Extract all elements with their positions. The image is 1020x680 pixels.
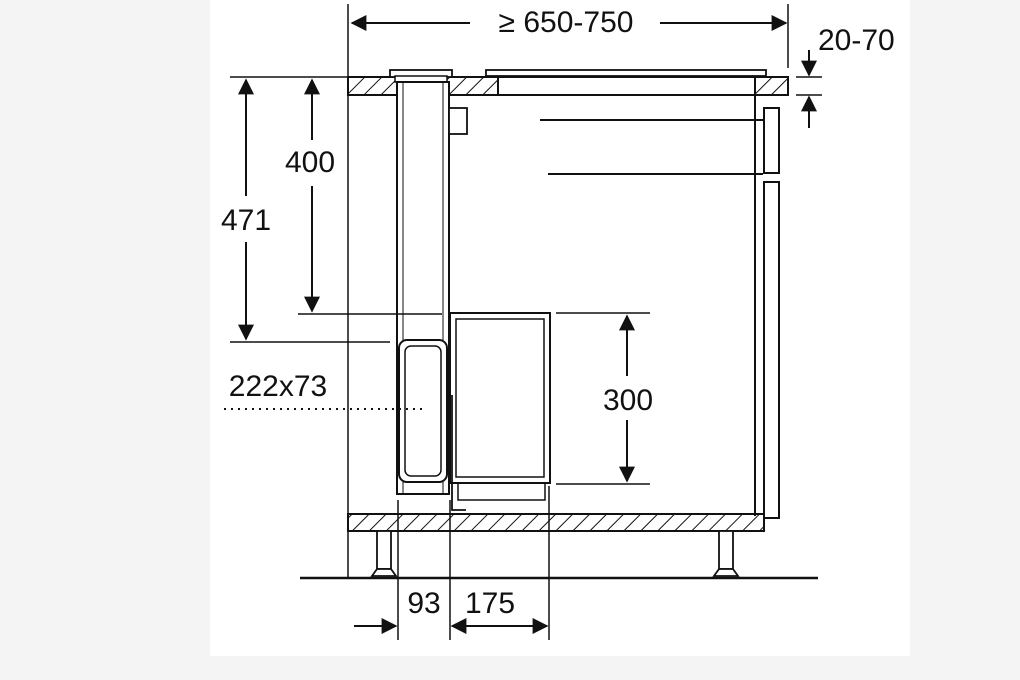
dimension-height-outer: 471: [221, 76, 390, 343]
dimension-offset-right-label: 175: [465, 587, 515, 620]
dimension-height-outer-label: 471: [221, 204, 271, 237]
dimension-height-inner-label: 400: [285, 146, 335, 179]
filter-box: [449, 312, 551, 511]
diagram-panel: [210, 0, 910, 656]
cabinet-leg-right: [712, 530, 740, 577]
dimension-worktop-thickness-label: 20-70: [818, 24, 895, 57]
dimension-width: ≥ 650-750: [350, 4, 789, 68]
dimension-worktop-thickness: 20-70: [796, 24, 895, 128]
dimension-drawer-height: 300: [556, 312, 653, 485]
dimension-duct-size: 222x73: [224, 370, 426, 410]
cabinet-front-lower: [763, 181, 780, 519]
dimension-height-inner: 400: [285, 78, 442, 315]
dimension-bottom-offsets: 93 175: [354, 486, 550, 640]
hob-glass: [389, 69, 767, 83]
dimension-width-label: ≥ 650-750: [499, 6, 634, 39]
cabinet-bottom-board: [347, 513, 765, 532]
cabinet-front-upper: [763, 107, 780, 174]
cabinet-leg-left: [370, 530, 398, 577]
dimension-duct-size-label: 222x73: [229, 370, 327, 403]
dimension-offset-left-label: 93: [407, 587, 440, 620]
dimension-drawer-height-label: 300: [603, 384, 653, 417]
duct-column: [396, 81, 468, 495]
